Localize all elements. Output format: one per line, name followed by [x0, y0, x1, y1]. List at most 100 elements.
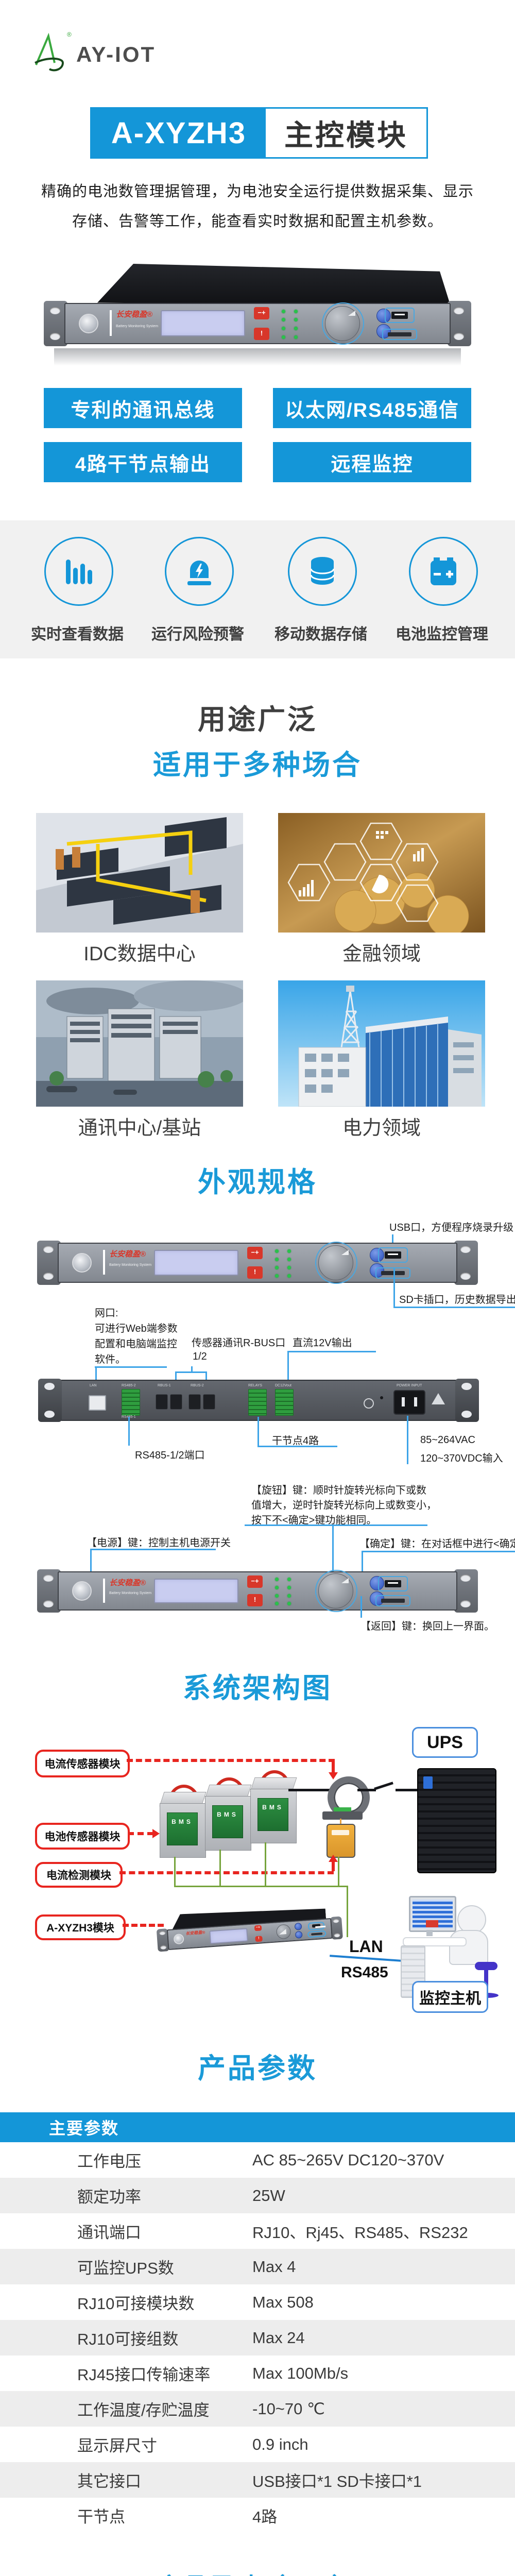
device-brand-text: 长安稳盈®	[109, 1578, 146, 1587]
rear-panel-image: LAN RS485-2 RS485-1 RBUS-1 RBUS-2 RELAYS…	[38, 1379, 479, 1422]
power-button-icon	[79, 314, 98, 333]
system-alert-icon: !	[247, 1266, 263, 1279]
product-name: 主控模块	[284, 118, 408, 151]
param-value: 0.9 inch	[252, 2435, 308, 2453]
alarm-light-icon	[187, 561, 211, 585]
feature-button-relay: 4路干节点输出	[44, 442, 242, 482]
power-button-icon	[72, 1253, 92, 1273]
ups-cabinet-image	[417, 1768, 496, 1873]
feature-icon-label-3: 移动数据存储	[274, 626, 367, 643]
transducer-base	[322, 1811, 363, 1820]
bms-plate-1: BMS	[167, 1812, 198, 1845]
arch-ups-label: UPS	[412, 1727, 478, 1758]
architecture-title: 系统架构图	[183, 1673, 332, 1704]
rotary-knob-icon	[318, 1245, 353, 1280]
green-bus-h	[174, 1886, 348, 1887]
system-alert-icon: !	[254, 327, 269, 340]
callout-rs485: RS485-1/2端口	[135, 1450, 205, 1461]
rotary-knob-icon	[325, 306, 360, 341]
feature-button-ethernet: 以太网/RS485通信	[273, 388, 471, 428]
arch-current-sensor-label: 电流传感器模块	[35, 1750, 130, 1777]
rbus1-jacks-icon	[156, 1394, 182, 1410]
callout-knob-line-h	[245, 1524, 427, 1526]
database-icon	[310, 557, 335, 585]
port-label-relays: RELAYS	[248, 1384, 263, 1387]
feature-icon-label-1: 实时查看数据	[31, 626, 124, 643]
battery-icon	[431, 557, 456, 585]
callout-sd-line-v	[393, 1268, 395, 1307]
callout-dc12v-line-v	[287, 1351, 289, 1393]
feature-button-bus: 专利的通讯总线	[44, 388, 242, 428]
callout-lan-3: 配置和电脑端监控	[95, 1338, 177, 1350]
callout-knob-3: 按下不<确定>键功能相同。	[251, 1515, 377, 1526]
battery-manage-circle	[409, 537, 478, 606]
device-brand-subtext: Battery Monitoring System	[116, 324, 159, 328]
table-row: 其它接口 USB接口*1 SD卡接口*1	[0, 2462, 515, 2498]
callout-ok-key-line-v	[362, 1551, 363, 1571]
callout-lan-4: 软件。	[95, 1354, 126, 1365]
callout-power-key-line-h	[90, 1549, 216, 1550]
transducer-green-slot	[334, 1807, 351, 1812]
chair-stem-icon	[484, 1969, 488, 1994]
table-row: RJ10可接模块数 Max 508	[0, 2284, 515, 2320]
back-button-icon	[370, 1263, 384, 1278]
arch-device-image: 长安稳盈® −+ !	[156, 1903, 344, 1968]
arch-arrow-to-ring	[329, 1772, 338, 1780]
brand-logo-icon	[34, 32, 66, 74]
callout-ok-key-line-h	[362, 1551, 515, 1552]
power-inlet-icon	[393, 1390, 425, 1415]
parameters-title: 产品参数	[198, 2053, 317, 2084]
callout-power-key: 【电源】键：控制主机电源开关	[87, 1537, 231, 1549]
callout-rbus-split	[175, 1371, 207, 1373]
appearance-title: 外观规格	[198, 1167, 317, 1198]
dc-bus-line-3	[396, 1789, 417, 1791]
use-cases-subtitle: 适用于多种场合	[153, 750, 362, 781]
callout-power-key-line-v	[90, 1549, 92, 1587]
dc-bus-line-2	[357, 1789, 376, 1791]
battery-unit-3: BMS	[250, 1770, 297, 1843]
callout-relay-line-v	[258, 1417, 259, 1447]
param-name: 工作温度/存贮温度	[77, 2401, 210, 2419]
green-wire-2	[219, 1850, 221, 1887]
battery-unit-2: BMS	[204, 1777, 252, 1851]
callout-rbus-stem	[191, 1366, 193, 1372]
usb-port-icon	[378, 1575, 408, 1591]
param-value: -10~70 ℃	[252, 2399, 325, 2418]
callout-dc12v-line-h	[287, 1351, 376, 1352]
use-case-caption-telecom: 通讯中心/基站	[78, 1117, 201, 1139]
dc12v-terminal-icon	[275, 1389, 294, 1416]
ok-button-icon	[370, 1247, 384, 1262]
usb-port-icon	[385, 308, 415, 324]
system-alert-icon: !	[247, 1594, 263, 1607]
param-name: RJ45接口传输速率	[77, 2366, 211, 2384]
bar-chart-icon	[66, 560, 92, 584]
table-row: RJ10可接组数 Max 24	[0, 2320, 515, 2355]
arch-lan-label: LAN	[349, 1937, 383, 1956]
param-name: 工作电压	[77, 2153, 141, 2171]
ok-button-icon	[376, 309, 391, 324]
use-case-caption-idc: IDC数据中心	[83, 943, 196, 965]
ok-button-icon	[370, 1576, 384, 1591]
dimensions-title: 产品尺寸（mm）	[0, 2567, 515, 2576]
sensor-yellow-wire	[340, 1819, 341, 1826]
arch-rs485-label: RS485	[341, 1964, 388, 1981]
use-case-caption-power: 电力领域	[342, 1117, 421, 1139]
battery-unit-1: BMS	[159, 1785, 207, 1858]
param-value: RJ10、Rj45、RS485、RS232	[252, 2224, 468, 2242]
callout-knob-1: 【旋钮】键：顺时针旋转光标向下或数	[251, 1485, 426, 1496]
device-brand-text: 长安稳盈®	[109, 1250, 146, 1259]
arch-dash-current-detect	[119, 1871, 334, 1874]
arch-host-label: 监控主机	[412, 1981, 488, 2013]
callout-relay-line-h	[258, 1446, 337, 1447]
table-row: 工作电压 AC 85~265V DC120~370V	[0, 2142, 515, 2178]
realtime-data-circle	[44, 537, 113, 606]
table-row: RJ45接口传输速率 Max 100Mb/s	[0, 2355, 515, 2391]
arch-module-label: A-XYZH3模块	[35, 1914, 126, 1940]
callout-lan-2: 可进行Web端参数	[95, 1323, 178, 1334]
intro-line-1: 精确的电池数管理据管理，为电池安全运行提供数据采集、显示	[41, 183, 474, 200]
sd-slot-icon	[375, 1267, 410, 1279]
port-label-rbus-2: RBUS-2	[191, 1384, 204, 1387]
device-lcd-screen	[154, 1250, 238, 1276]
ground-symbol-icon	[364, 1398, 374, 1409]
